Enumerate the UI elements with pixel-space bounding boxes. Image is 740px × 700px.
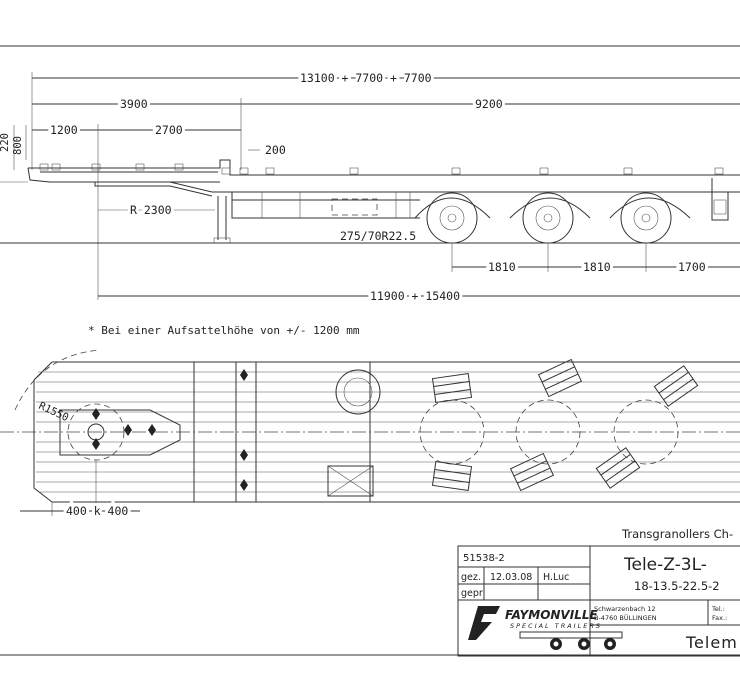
dim-kingpin: 1200 [50, 123, 78, 137]
axle-overhang: 1700 [678, 260, 706, 274]
address-line-2: B-4760 BÜLLINGEN [594, 613, 657, 622]
dim-neck: 2700 [155, 123, 183, 137]
dim-gap: 200 [265, 143, 286, 157]
model-name: Tele-Z-3L- [623, 555, 707, 575]
address-line-1: Schwarzenbach 12 [594, 605, 655, 613]
fax-label: Fax.: [712, 614, 727, 622]
dim-height-small: 220 [0, 133, 11, 152]
axle-spacing-2: 1810 [583, 260, 611, 274]
dim-total: 13100 + 7700 + 7700 [300, 71, 432, 85]
label-gepr: gepr [461, 588, 483, 599]
radius-label: R1550 [37, 400, 71, 424]
faymonville-logo-icon [468, 606, 500, 640]
model-spec: 18-13.5-22.5-2 [634, 579, 720, 593]
drawn-by: H.Luc [543, 572, 569, 583]
dim-rear: 9200 [475, 97, 503, 111]
dim-bottom: 11900 + 15400 [370, 289, 460, 303]
company-subtitle: SPECIAL TRAILERS [510, 622, 602, 630]
height-note: * Bei einer Aufsattelhöhe von +/- 1200 m… [88, 324, 360, 337]
tel-label: Tel.: [711, 605, 725, 613]
side-view: 13100 + 7700 + 7700 3900 9200 1200 2700 … [0, 68, 740, 337]
title-block: Transgranollers Ch- 51538-2 gez. 12.03.0… [457, 527, 740, 657]
tire-size: 275/70R22.5 [340, 229, 416, 243]
company-name: FAYMONVILLE [505, 608, 598, 622]
trailer-icon [519, 631, 623, 650]
label-gez: gez. [461, 572, 481, 583]
customer-name: Transgranollers Ch- [621, 527, 733, 541]
axle-spacing-1: 1810 [488, 260, 516, 274]
drawing-number: 51538-2 [463, 553, 505, 564]
dim-radius: R 2300 [130, 203, 172, 217]
dim-height-large: 800 [12, 136, 24, 155]
top-view: R1550 400 k 400 [0, 349, 740, 521]
kingpin-dim: 400 k 400 [66, 504, 128, 518]
drawing-date: 12.03.08 [490, 572, 532, 583]
bottom-name: Telem [685, 633, 738, 652]
dim-front: 3900 [120, 97, 148, 111]
axle-group [414, 192, 691, 244]
